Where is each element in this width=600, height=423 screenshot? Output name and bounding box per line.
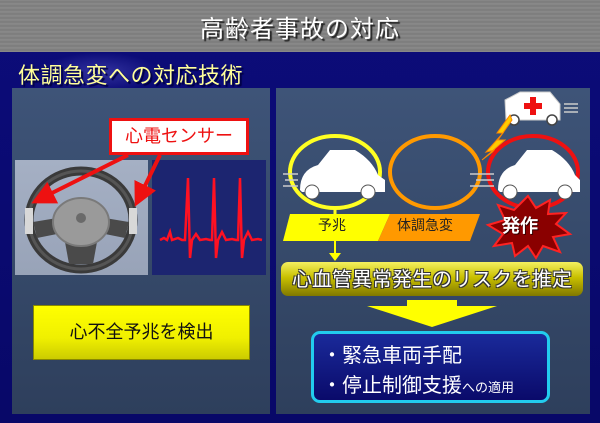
steering-wheel-image [15, 160, 148, 275]
ecg-sensor-label: 心電センサー [109, 118, 249, 155]
action-stop-control-suffix: への適用 [462, 381, 515, 396]
action-stop-control-main: ・停止制御支援 [322, 373, 462, 397]
slide-subtitle: 体調急変への対応技術 [18, 64, 244, 89]
stage-label-attack: 発作 [502, 216, 538, 237]
ecg-waveform-icon [159, 177, 263, 259]
stage-label-omen: 予兆 [318, 218, 346, 234]
risk-estimate-bar: 心血管異常発生のリスクを推定 [281, 262, 583, 296]
action-emergency-dispatch: ・緊急車両手配 [322, 343, 462, 367]
stage-label-sudden-change: 体調急変 [397, 218, 453, 234]
action-stop-control: ・停止制御支援への適用 [322, 369, 514, 398]
steering-wheel-icon [24, 166, 138, 274]
heart-failure-detection-box: 心不全予兆を検出 [33, 305, 250, 360]
title-bar: 高齢者事故の対応 [0, 0, 600, 52]
slide-title: 高齢者事故の対応 [200, 15, 400, 43]
decorative-glow [40, 52, 160, 92]
ecg-waveform-image [152, 160, 266, 275]
action-box: ・緊急車両手配 ・停止制御支援への適用 [311, 331, 550, 403]
